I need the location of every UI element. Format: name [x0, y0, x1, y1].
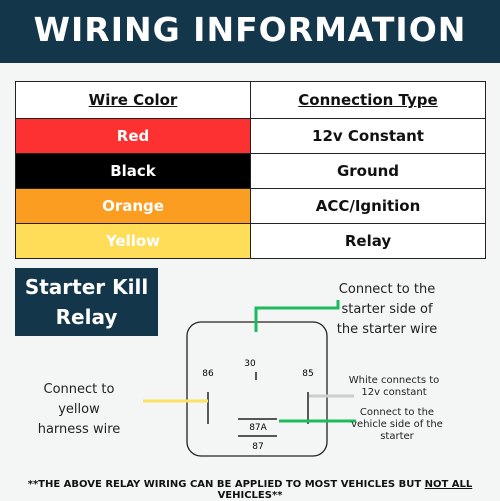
header-wire-color: Wire Color — [15, 81, 251, 119]
page-title: WIRING INFORMATION — [33, 10, 467, 49]
footer-disclaimer: **THE ABOVE RELAY WIRING CAN BE APPLIED … — [0, 479, 500, 501]
footer-emphasis: NOT ALL — [424, 479, 473, 490]
table-row: Black Ground — [15, 153, 486, 189]
pin-87a-label: 87A — [249, 423, 267, 433]
pin-87-label: 87 — [252, 442, 263, 452]
annotation-line: Connect to — [43, 382, 115, 397]
title-banner: WIRING INFORMATION — [0, 0, 500, 63]
annotation-line: starter side of — [341, 302, 433, 317]
annotation-line: Connect to the — [338, 282, 436, 297]
starter-side-annotation: Connect to the starter side of the start… — [322, 280, 452, 340]
annotation-line: White connects to — [348, 375, 440, 386]
table-row: Orange ACC/Ignition — [15, 188, 486, 224]
pin-30-label: 30 — [244, 359, 256, 369]
wire-color-cell: Orange — [15, 188, 251, 224]
starter-side-wire — [254, 300, 340, 332]
table-row: Yellow Relay — [15, 223, 486, 259]
annotation-line: harness wire — [37, 422, 121, 437]
connection-type-cell: 12v Constant — [250, 118, 486, 154]
footer-prefix: **THE ABOVE RELAY WIRING CAN BE APPLIED … — [27, 479, 425, 490]
annotation-line: the starter wire — [336, 322, 438, 337]
annotation-line: Connect to the — [359, 407, 435, 418]
wire-color-cell: Black — [15, 153, 251, 189]
wire-color-cell: Red — [15, 118, 251, 154]
vehicle-side-annotation: Connect to the vehicle side of the start… — [340, 407, 454, 443]
starter-kill-relay-badge: Starter Kill Relay — [15, 268, 158, 336]
connection-type-cell: Ground — [250, 153, 486, 189]
wire-color-cell: Yellow — [15, 223, 251, 259]
annotation-line: starter — [380, 431, 414, 442]
wiring-table: Wire Color Connection Type Red 12v Const… — [15, 81, 486, 259]
connection-type-cell: Relay — [250, 223, 486, 259]
pin-85-label: 85 — [302, 369, 313, 379]
annotation-line: yellow — [58, 402, 100, 417]
yellow-wire-annotation: Connect to yellow harness wire — [24, 380, 134, 440]
badge-line-2: Relay — [55, 305, 118, 329]
connection-type-cell: ACC/Ignition — [250, 188, 486, 224]
header-connection-type: Connection Type — [250, 81, 486, 119]
annotation-line: 12v constant — [361, 387, 427, 398]
table-header-row: Wire Color Connection Type — [15, 81, 486, 119]
white-wire-annotation: White connects to 12v constant — [338, 375, 450, 399]
pin-86-label: 86 — [202, 369, 214, 379]
table-row: Red 12v Constant — [15, 118, 486, 154]
footer-suffix: VEHICLES** — [217, 490, 283, 501]
annotation-line: vehicle side of the — [351, 419, 443, 430]
badge-line-1: Starter Kill — [24, 275, 149, 299]
